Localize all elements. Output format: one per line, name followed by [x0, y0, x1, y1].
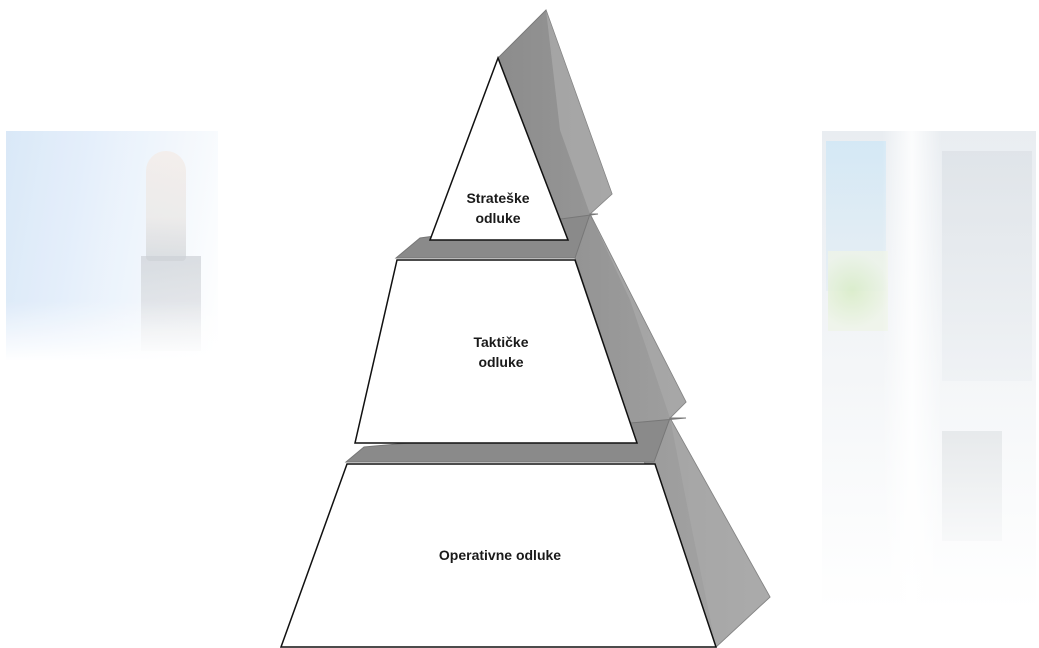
- background-fade: [6, 301, 218, 361]
- pyramid-side-shade: [670, 418, 770, 647]
- tier-top: [428, 55, 570, 241]
- background-shape: [828, 251, 888, 331]
- tier-label-strategic: Strateške odluke: [466, 190, 530, 226]
- background-figure: [146, 151, 186, 261]
- tier-label-operative: Operativne odluke: [438, 547, 562, 563]
- background-shape: [942, 431, 1002, 541]
- tier-bottom: [279, 463, 718, 648]
- background-shape: [942, 151, 1032, 381]
- background-photo-right: [822, 131, 1036, 611]
- tier-label-tactical: Taktičke odluke: [473, 334, 529, 370]
- background-photo-left: [6, 131, 218, 361]
- pyramid-side-shade: [546, 10, 612, 214]
- background-fade: [882, 131, 942, 611]
- pyramid-side-shade: [590, 214, 686, 418]
- tier-middle: [354, 259, 639, 444]
